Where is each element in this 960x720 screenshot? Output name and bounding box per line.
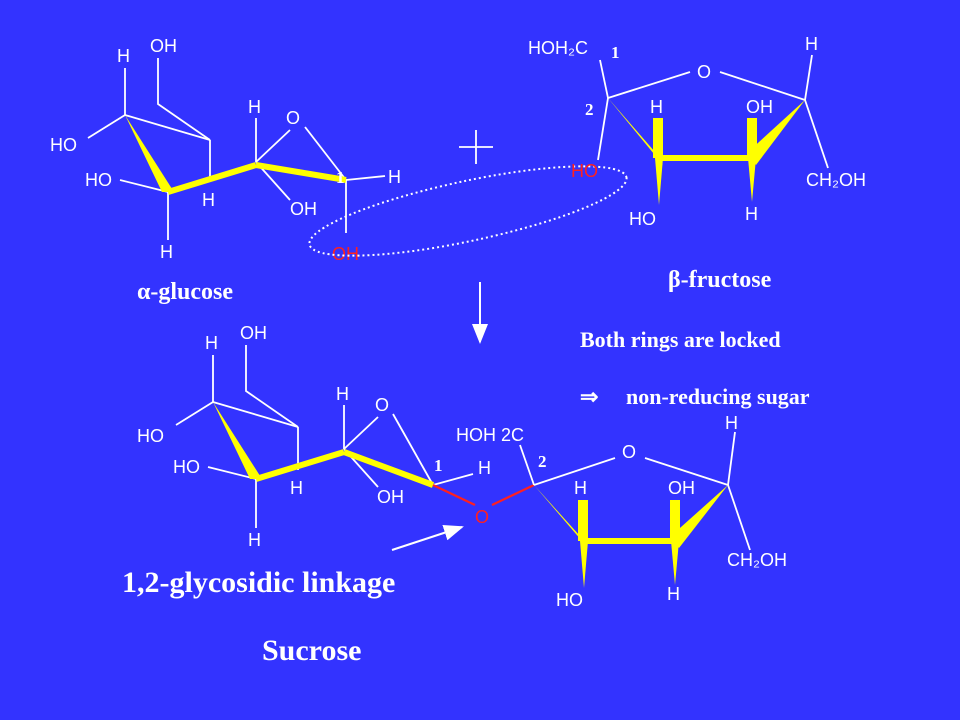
glucose-h-ring: H xyxy=(248,97,261,117)
sucrose-ho-mid: HO xyxy=(173,457,200,477)
sucrose-oh-top: OH xyxy=(240,323,267,343)
sucrose-fructose-h-bottom: H xyxy=(667,584,680,604)
sucrose-carbon-2-number: 2 xyxy=(538,452,547,471)
fructose-hoh2c: HOH₂C xyxy=(528,38,588,58)
sucrose-carbon-1-number: 1 xyxy=(434,456,443,475)
plus-sign xyxy=(459,130,493,164)
sucrose-ho-bottom: HO xyxy=(556,590,583,610)
fructose-carbon-2-number: 2 xyxy=(585,100,594,119)
fructose-oh-c4: OH xyxy=(746,97,773,117)
glucose-h-c1: H xyxy=(388,167,401,187)
sucrose-caption: Sucrose xyxy=(262,634,361,667)
fructose-ring-oxygen: O xyxy=(697,62,711,82)
sucrose-glucose-ring-oxygen: O xyxy=(375,395,389,415)
glucose-oh-top: OH xyxy=(150,36,177,56)
sucrose-h-mid: H xyxy=(290,478,303,498)
glucose-carbon-1-number: 1 xyxy=(336,168,345,187)
fructose-h-bottom: H xyxy=(745,204,758,224)
glucose-ho-mid: HO xyxy=(85,170,112,190)
glucose-h-bottom: H xyxy=(160,242,173,262)
beta-fructose-structure: HOH₂C 1 2 O H H OH HO CH₂OH HO H xyxy=(528,34,866,229)
glucose-oh-ring: OH xyxy=(290,199,317,219)
condensation-highlight-ellipse xyxy=(308,165,628,257)
fructose-c2-hydroxyl: HO xyxy=(571,161,598,181)
alpha-glucose-structure: OH H HO HO H H H O OH H 1 OH xyxy=(50,36,401,264)
fructose-ho-bottom: HO xyxy=(629,209,656,229)
note-rings-locked: Both rings are locked xyxy=(580,327,781,352)
sucrose-h-top: H xyxy=(205,333,218,353)
fructose-caption: β-fructose xyxy=(668,267,772,293)
fructose-ch2oh: CH₂OH xyxy=(806,170,866,190)
glucose-ho-left: HO xyxy=(50,135,77,155)
fructose-h-c3: H xyxy=(650,97,663,117)
linkage-pointer-arrow xyxy=(391,525,464,551)
glucose-c1-hydroxyl: OH xyxy=(332,244,359,264)
sucrose-h-c1: H xyxy=(478,458,491,478)
note-non-reducing-sugar: non-reducing sugar xyxy=(626,384,810,409)
fructose-h-top: H xyxy=(805,34,818,54)
sucrose-hoh2c: HOH 2C xyxy=(456,425,524,445)
sucrose-ho-left: HO xyxy=(137,426,164,446)
glucose-h-mid: H xyxy=(202,190,215,210)
fructose-carbon-1-number: 1 xyxy=(611,43,620,62)
glycosidic-linkage-label: 1,2-glycosidic linkage xyxy=(122,566,395,599)
sucrose-structure: OH H HO HO H H H O OH H 1 O HOH 2C 2 O H… xyxy=(137,323,787,610)
sucrose-h-bottom: H xyxy=(248,530,261,550)
glucose-h-top: H xyxy=(117,46,130,66)
sucrose-fructose-h-top: H xyxy=(725,413,738,433)
glucose-caption: α-glucose xyxy=(137,279,233,305)
sucrose-oh-ring: OH xyxy=(377,487,404,507)
sucrose-fructose-ring-oxygen: O xyxy=(622,442,636,462)
note-implies-symbol: ⇒ xyxy=(580,384,598,409)
sucrose-oh-c4: OH xyxy=(668,478,695,498)
glycosidic-oxygen: O xyxy=(475,507,489,527)
sucrose-h-c3: H xyxy=(574,478,587,498)
sucrose-h-ring: H xyxy=(336,384,349,404)
glucose-ring-oxygen: O xyxy=(286,108,300,128)
sucrose-ch2oh: CH₂OH xyxy=(727,550,787,570)
